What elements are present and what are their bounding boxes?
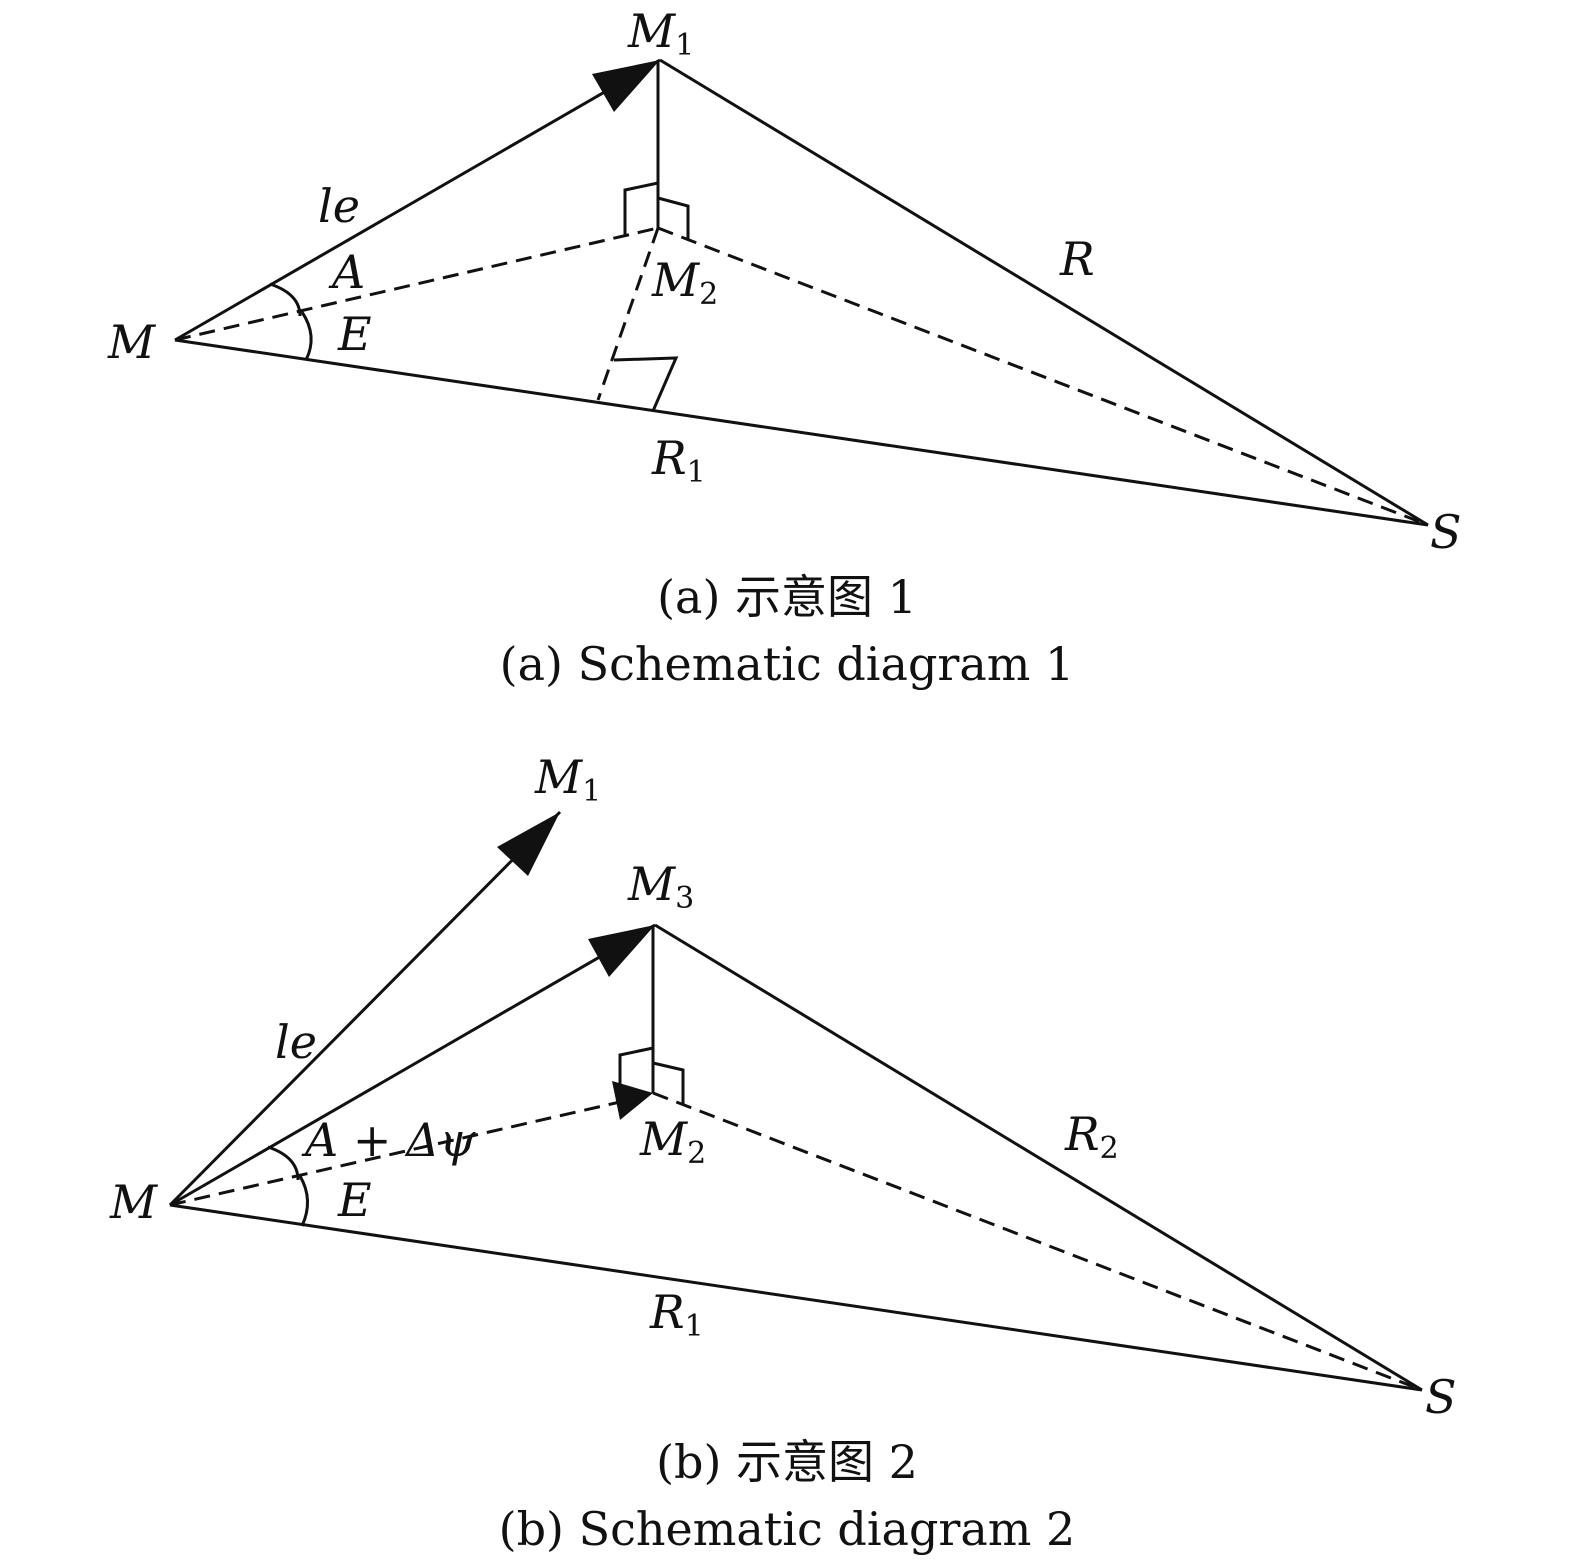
edge-m-s <box>169 1203 1423 1392</box>
angle-arc-a-dpsi <box>267 1145 300 1181</box>
label-m2: M2 <box>639 1112 706 1171</box>
label-a: A <box>328 245 365 299</box>
label-m3: M3 <box>627 857 694 916</box>
dashed-m2-s <box>652 1091 1423 1392</box>
arrowhead-m1 <box>497 812 560 876</box>
label-m1: M1 <box>534 750 601 809</box>
right-angle-mark-left <box>618 1046 654 1100</box>
edge-m-m1 <box>174 58 661 342</box>
arrowhead-m1 <box>592 60 660 112</box>
label-r1: R1 <box>651 431 706 490</box>
arrowhead-m3 <box>588 925 655 977</box>
label-m: M <box>109 1175 159 1229</box>
arrowhead-m2 <box>612 1081 653 1120</box>
label-a-dpsi: A + Δψ <box>301 1113 476 1167</box>
label-r1: R1 <box>649 1285 704 1344</box>
caption-b-cn: (b) 示意图 2 <box>656 1435 918 1489</box>
caption-a-cn: (a) 示意图 1 <box>657 570 917 624</box>
label-m1: M1 <box>627 4 694 63</box>
label-s: S <box>1430 505 1462 559</box>
dashed-m-m2 <box>169 1100 621 1207</box>
right-angle-mark-right <box>652 1061 685 1105</box>
diagram-b: M1 M3 le A + Δψ E M M2 R2 R1 S (b) 示意图 2… <box>109 750 1457 1556</box>
label-e: E <box>337 307 372 361</box>
right-angle-mark-right <box>657 196 690 240</box>
label-m: M <box>107 315 157 369</box>
label-e: E <box>337 1173 372 1227</box>
caption-b-en: (b) Schematic diagram 2 <box>499 1502 1076 1556</box>
dashed-m2-s <box>657 226 1429 527</box>
edge-m-m3 <box>169 923 656 1207</box>
edge-m1-s <box>659 58 1429 527</box>
label-r2: R2 <box>1064 1107 1119 1166</box>
right-angle-mark-left <box>623 181 659 236</box>
edge-m-s <box>174 338 1429 527</box>
angle-arc-a <box>269 282 302 317</box>
label-le: le <box>318 179 360 233</box>
label-le: le <box>275 1015 317 1069</box>
dashed-m-m2 <box>174 226 659 342</box>
diagram-a: M1 le A E M M2 R R1 S (a) 示意图 1 (a) Sche… <box>107 4 1462 691</box>
label-m2: M2 <box>651 253 718 312</box>
edge-m-m1 <box>168 810 562 1207</box>
angle-arc-e <box>298 1175 309 1227</box>
edge-m3-s <box>654 923 1423 1392</box>
label-r: R <box>1059 232 1095 286</box>
caption-a-en: (a) Schematic diagram 1 <box>500 637 1075 691</box>
angle-arc-e <box>300 311 313 361</box>
right-angle-mark-foot <box>613 356 679 412</box>
label-s: S <box>1425 1370 1457 1424</box>
dashed-m2-foot <box>596 227 660 401</box>
